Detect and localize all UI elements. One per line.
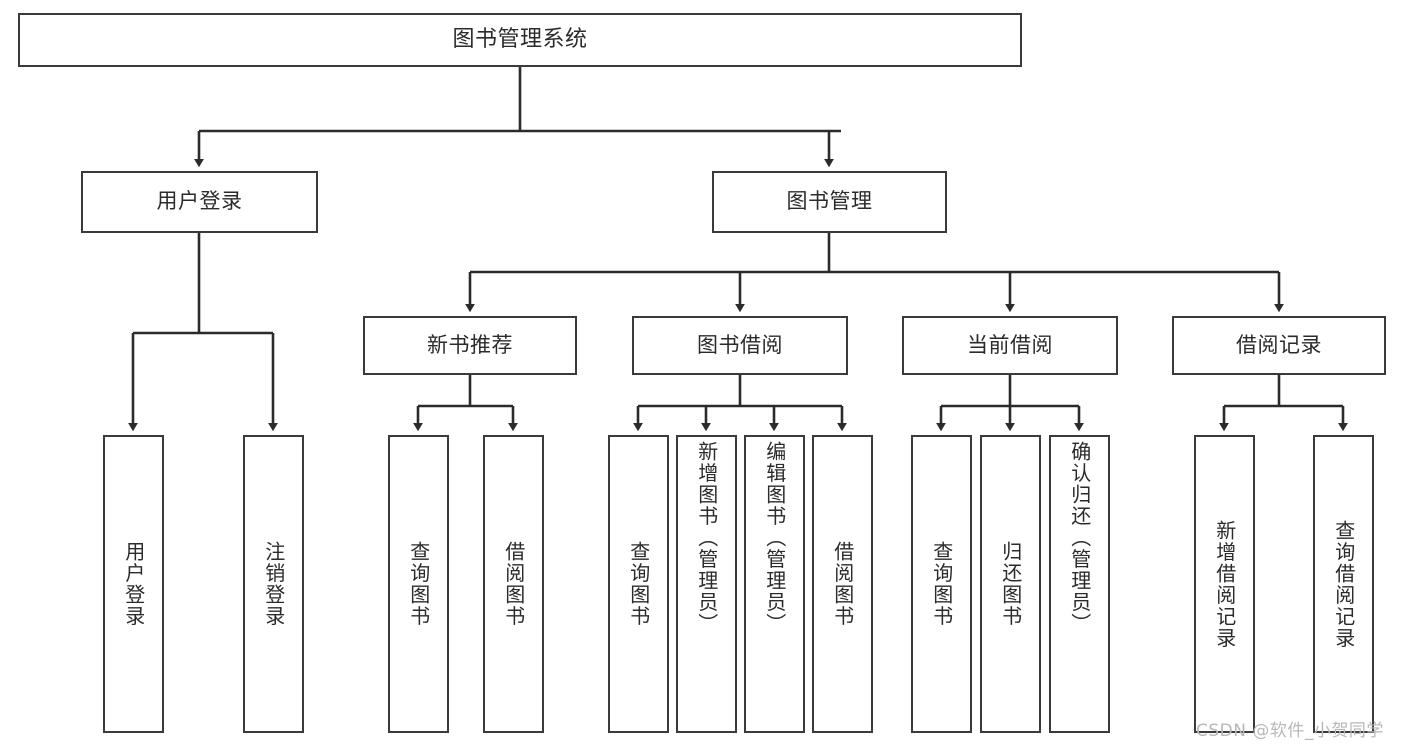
csdn-watermark: CSDN @软件_小贺同学 xyxy=(1196,721,1384,741)
node-label: 查询图书 xyxy=(626,541,651,627)
leaf-borrow-book-1[interactable]: 借阅图书 xyxy=(483,435,544,733)
node-user-login[interactable]: 用户登录 xyxy=(81,171,318,233)
node-current-borrow[interactable]: 当前借阅 xyxy=(902,316,1118,375)
node-label: 新增图书（管理员） xyxy=(694,441,719,635)
node-label: 新增借阅记录 xyxy=(1212,519,1237,649)
leaf-query-book-1[interactable]: 查询图书 xyxy=(388,435,449,733)
leaf-borrow-book-2[interactable]: 借阅图书 xyxy=(812,435,873,733)
leaf-return-book[interactable]: 归还图书 xyxy=(980,435,1041,733)
node-book-management-system[interactable]: 图书管理系统 xyxy=(18,13,1022,67)
node-label: 查询图书 xyxy=(406,541,431,627)
node-label: 借阅图书 xyxy=(830,541,855,627)
node-label: 确认归还（管理员） xyxy=(1067,441,1092,635)
leaf-user-login[interactable]: 用户登录 xyxy=(103,435,164,733)
leaf-add-book-admin[interactable]: 新增图书（管理员） xyxy=(676,435,737,733)
node-borrow-record[interactable]: 借阅记录 xyxy=(1172,316,1386,375)
node-label: 归还图书 xyxy=(998,541,1023,627)
leaf-edit-book-admin[interactable]: 编辑图书（管理员） xyxy=(744,435,805,733)
node-label: 注销登录 xyxy=(261,541,286,627)
node-label: 借阅图书 xyxy=(501,541,526,627)
node-label: 用户登录 xyxy=(121,541,146,627)
node-label: 用户登录 xyxy=(156,189,243,214)
leaf-confirm-return-admin[interactable]: 确认归还（管理员） xyxy=(1049,435,1110,733)
node-label: 新书推荐 xyxy=(427,332,513,357)
node-label: 编辑图书（管理员） xyxy=(762,441,787,635)
node-label: 查询借阅记录 xyxy=(1331,519,1356,649)
node-book-management[interactable]: 图书管理 xyxy=(712,171,947,233)
node-new-book-recommend[interactable]: 新书推荐 xyxy=(363,316,577,375)
node-label: 图书管理 xyxy=(786,189,873,214)
node-book-borrow[interactable]: 图书借阅 xyxy=(632,316,848,375)
node-label: 当前借阅 xyxy=(967,332,1053,357)
node-label: 查询图书 xyxy=(929,541,954,627)
leaf-query-borrow-record[interactable]: 查询借阅记录 xyxy=(1313,435,1374,733)
leaf-query-book-3[interactable]: 查询图书 xyxy=(911,435,972,733)
node-label: 图书管理系统 xyxy=(452,26,588,52)
leaf-logout-login[interactable]: 注销登录 xyxy=(243,435,304,733)
node-label: 借阅记录 xyxy=(1236,332,1322,357)
leaf-query-book-2[interactable]: 查询图书 xyxy=(608,435,669,733)
node-label: 图书借阅 xyxy=(697,332,783,357)
leaf-add-borrow-record[interactable]: 新增借阅记录 xyxy=(1194,435,1255,733)
